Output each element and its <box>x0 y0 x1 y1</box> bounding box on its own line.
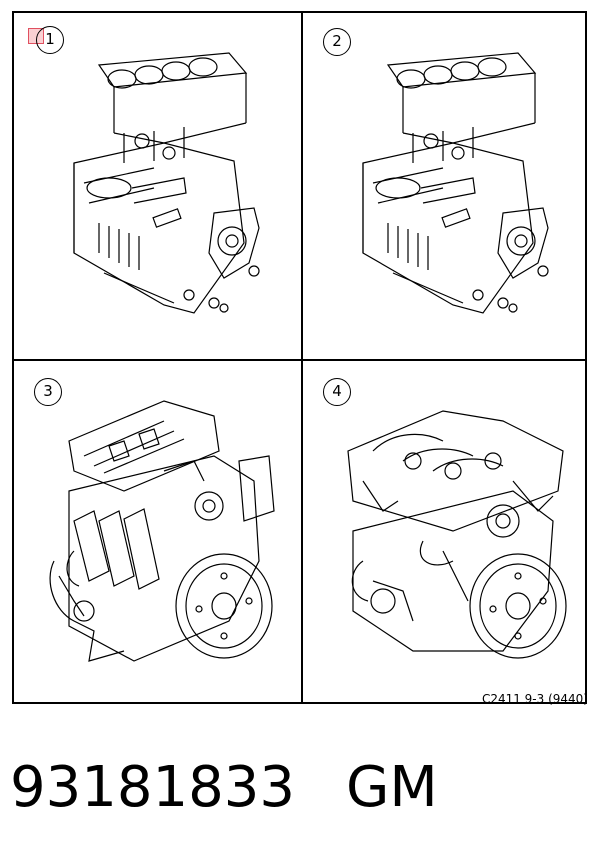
panel-3: 3 <box>14 361 301 707</box>
panel-number-4: 4 <box>323 378 351 406</box>
complete-engine-illustration-3 <box>49 400 275 662</box>
diagram-grid: 1 <box>12 11 590 707</box>
grid-divider-horizontal <box>14 359 585 361</box>
grid-divider-vertical <box>301 13 303 702</box>
panel-1: 1 <box>14 13 301 359</box>
panel-number-3: 3 <box>34 378 62 406</box>
engine-block-illustration-2 <box>362 52 549 314</box>
brand-label: GM <box>346 755 438 820</box>
part-number: 93181833 <box>10 755 296 820</box>
complete-engine-illustration-4 <box>347 410 567 659</box>
panel-4: 4 C2411 9-3 (9440) <box>303 361 590 707</box>
engine-block-illustration-1 <box>73 52 260 314</box>
panel-number-2: 2 <box>323 28 351 56</box>
diagram-reference-code: C2411 9-3 (9440) <box>481 692 588 706</box>
panel-2: 2 <box>303 13 590 359</box>
panel-number-1: 1 <box>36 26 64 54</box>
